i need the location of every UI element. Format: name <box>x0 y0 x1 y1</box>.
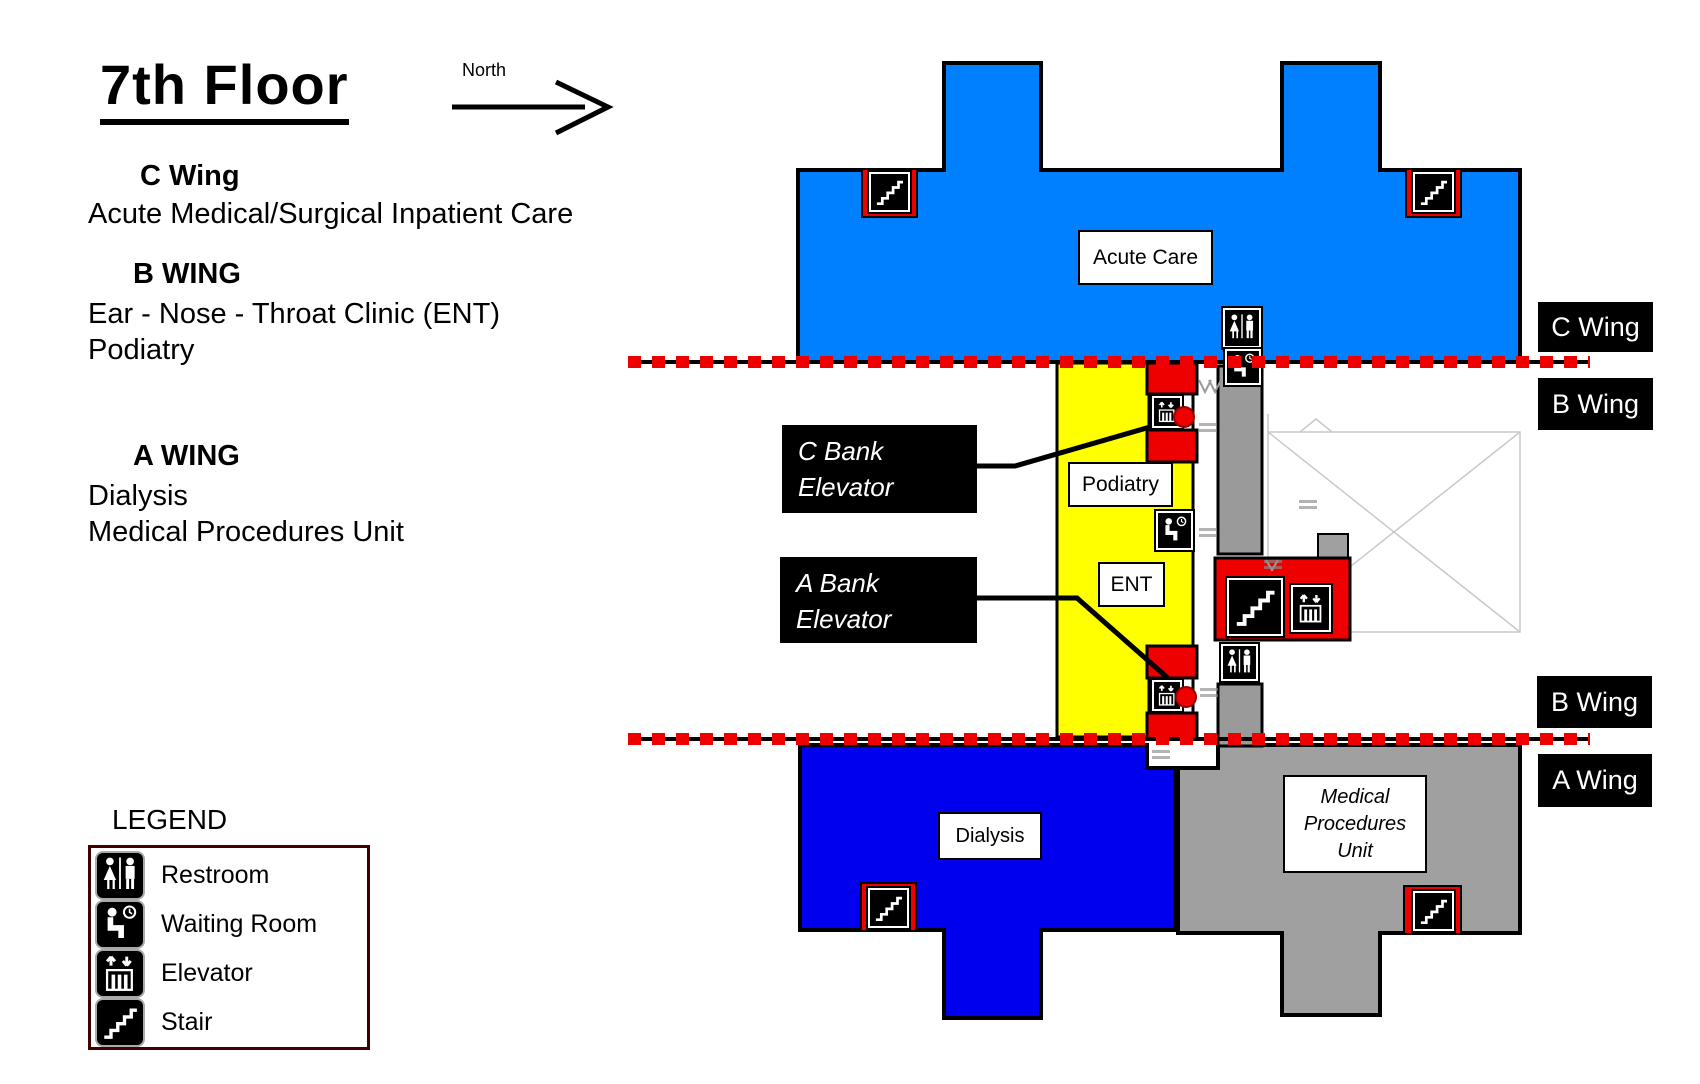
stair-icon <box>867 170 912 214</box>
legend-label-restroom: Restroom <box>161 861 270 889</box>
corridor-upper <box>1216 364 1264 556</box>
legend-label-elevator: Elevator <box>161 959 253 987</box>
stair-icon <box>1225 576 1285 638</box>
corridor-annotation <box>1264 560 1282 569</box>
mpu-line-3: Unit <box>1337 839 1373 862</box>
c-bank-callout-line <box>977 424 1151 469</box>
wing-tag-b-upper: B Wing <box>1538 378 1653 430</box>
a-bank-shaft-upper <box>1145 644 1199 680</box>
c-bank-call-marker <box>1173 406 1195 428</box>
acute-care-text: Acute Care <box>1092 245 1199 269</box>
dialysis-label: Dialysis <box>938 812 1042 860</box>
stair-icon <box>95 998 145 1047</box>
wing-tag-b-lower-text: B Wing <box>1550 686 1639 717</box>
stair-frame-c-wing-left <box>861 170 918 218</box>
north-arrow <box>452 79 614 136</box>
legend-title: LEGEND <box>112 804 228 835</box>
stair-icon <box>866 886 911 930</box>
b-wing-heading: B WING <box>133 258 241 290</box>
acute-care-label: Acute Care <box>1078 230 1213 285</box>
restroom-icon <box>95 851 145 900</box>
dialysis-text: Dialysis <box>955 824 1025 847</box>
north-label: North <box>462 60 507 80</box>
a-wing-procedures-building <box>1176 743 1522 1017</box>
wing-tag-c: C Wing <box>1538 302 1653 352</box>
waiting-room-icon <box>95 900 145 949</box>
c-bank-callout-line-1: C Bank <box>798 436 884 466</box>
a-bank-callout-line <box>977 595 1188 696</box>
podiatry-text: Podiatry <box>1081 472 1160 496</box>
mpu-line-1: Medical <box>1320 785 1390 808</box>
legend-item-waiting-room: Waiting Room <box>95 900 317 949</box>
a-wing-heading: A WING <box>133 440 240 472</box>
c-bank-elevator-callout: C Bank Elevator <box>782 425 977 513</box>
ent-text: ENT <box>1110 572 1153 596</box>
wing-tag-c-text: C Wing <box>1551 311 1640 342</box>
podiatry-label: Podiatry <box>1068 462 1173 507</box>
b-wing-desc-2: Podiatry <box>88 334 195 366</box>
c-wing-desc-1: Acute Medical/Surgical Inpatient Care <box>88 198 574 230</box>
restroom-icon <box>1221 306 1263 350</box>
stair-frame-c-wing-right <box>1405 170 1462 218</box>
legend-label-waiting-room: Waiting Room <box>161 910 318 938</box>
corridor-annotation <box>1152 750 1170 759</box>
c-bank-callout-line-2: Elevator <box>798 472 894 502</box>
b-wing-desc-1: Ear - Nose - Throat Clinic (ENT) <box>88 298 500 330</box>
wing-tag-b-upper-text: B Wing <box>1551 388 1640 419</box>
c-bank-shaft-lower <box>1145 428 1199 464</box>
page-title: 7th Floor <box>100 52 349 125</box>
waiting-room-icon <box>1154 509 1195 552</box>
wing-tag-a-text: A Wing <box>1552 765 1638 795</box>
corridor-annotation <box>1200 688 1218 697</box>
a-bank-call-marker <box>1175 686 1197 708</box>
a-wing-dialysis-building <box>798 743 1177 1020</box>
mpu-line-2: Procedures <box>1303 812 1407 835</box>
wing-separator-south <box>628 733 1590 745</box>
elevator-icon <box>1289 583 1333 634</box>
legend-item-restroom: Restroom <box>95 851 269 900</box>
a-bank-elevator-callout: A Bank Elevator <box>780 557 977 643</box>
legend-item-stair: Stair <box>95 998 212 1047</box>
corridor-annotation <box>1199 528 1217 537</box>
wing-separator-north <box>628 356 1590 368</box>
legend-item-elevator: Elevator <box>95 949 253 998</box>
corridor-annotation <box>1299 500 1317 509</box>
restroom-icon <box>1219 642 1260 683</box>
ent-label: ENT <box>1098 562 1165 607</box>
a-bank-callout-line-1: A Bank <box>796 568 879 598</box>
legend-label-stair: Stair <box>161 1008 213 1036</box>
a-wing-desc-1: Dialysis <box>88 480 188 512</box>
corridor-annotation <box>1199 423 1217 432</box>
stair-frame-dialysis <box>860 882 917 930</box>
c-wing-heading: C Wing <box>140 160 240 192</box>
a-bank-callout-line-2: Elevator <box>796 604 892 634</box>
stair-icon <box>1411 170 1456 214</box>
wing-tag-b-lower: B Wing <box>1537 676 1652 728</box>
wing-tag-a: A Wing <box>1538 754 1652 807</box>
medical-procedures-unit-label: Medical Procedures Unit <box>1283 775 1427 873</box>
elevator-icon <box>95 949 145 998</box>
c-bank-shaft-upper <box>1145 361 1199 396</box>
stair-icon <box>1411 889 1456 933</box>
a-wing-desc-2: Medical Procedures Unit <box>88 516 404 548</box>
stair-frame-procedures <box>1403 885 1462 933</box>
legend-box: Restroom Waiting Room Elevator Stair <box>88 845 370 1050</box>
